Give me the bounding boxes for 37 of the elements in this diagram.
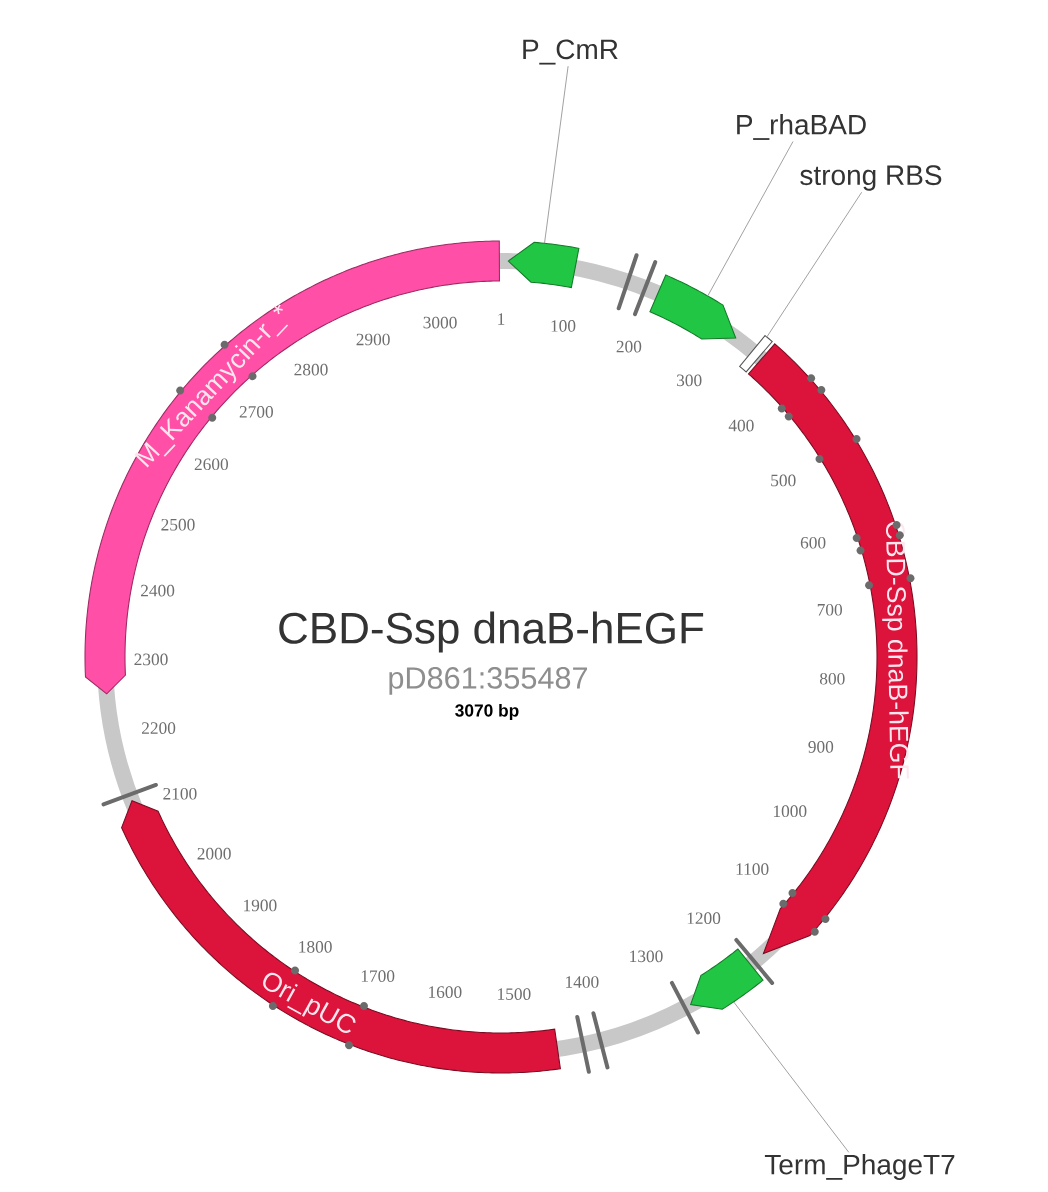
leader-line — [707, 141, 794, 297]
tick-label: 1800 — [299, 941, 332, 953]
tick-label: 2200 — [142, 722, 176, 734]
feature-arrow — [649, 274, 737, 340]
feature-label: Term_PhageT7 — [764, 1153, 955, 1181]
feature-label: P_rhaBAD — [737, 114, 866, 140]
tick-label: 2900 — [356, 333, 390, 346]
tick-label: 2300 — [134, 653, 168, 666]
feature-arrow — [507, 241, 580, 289]
tick-label: 900 — [808, 741, 834, 753]
tick-label: 2400 — [141, 584, 175, 597]
tick-label: 1200 — [687, 912, 721, 925]
feature-label: strong RBS — [800, 165, 942, 191]
tick-label: 2800 — [294, 363, 328, 376]
tick-label: 1900 — [244, 899, 277, 912]
feature-label: P_CmR — [523, 39, 618, 65]
leader-line — [733, 1001, 850, 1153]
feature-arrow — [689, 948, 764, 1010]
tick-label: 2000 — [197, 847, 231, 860]
tick-label: 700 — [817, 603, 842, 616]
tick-label: 2500 — [161, 518, 195, 531]
tick-label: 100 — [551, 320, 576, 332]
tick-label: 3000 — [423, 316, 457, 329]
tick-label: 1700 — [361, 970, 395, 982]
tick-label: 1 — [498, 313, 505, 325]
tick-label: 1600 — [429, 986, 462, 998]
tick-label: 500 — [771, 474, 796, 487]
tick-label: 600 — [800, 536, 826, 549]
tick-label: 800 — [819, 672, 845, 685]
tick-label: 200 — [616, 340, 642, 353]
tick-label: 300 — [677, 374, 702, 387]
tick-label: 1000 — [773, 805, 807, 818]
size-label: 3070 bp — [455, 703, 519, 721]
leader-line — [544, 65, 569, 244]
tick-label: 1300 — [630, 950, 663, 963]
leader-line — [766, 191, 863, 338]
tick-label: 1500 — [498, 988, 531, 1000]
